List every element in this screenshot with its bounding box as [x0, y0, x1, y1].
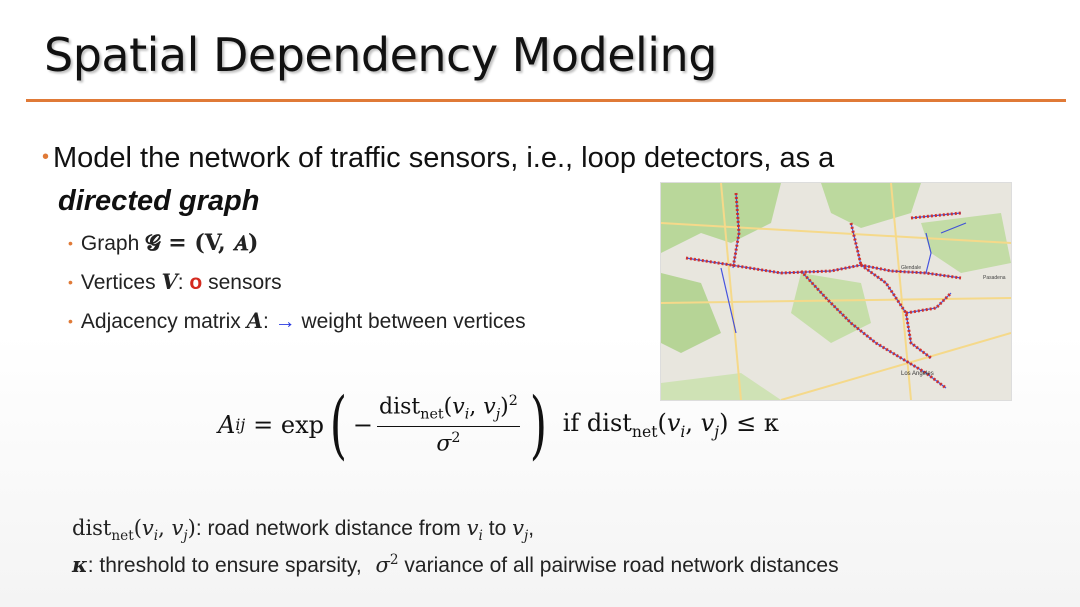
- note-sigma: σ: [375, 553, 390, 577]
- bullet-dot-icon: •: [68, 235, 73, 251]
- edge-arrow-icon: →: [274, 310, 296, 333]
- formula-numerator: distnet(vi, vj)2: [377, 393, 520, 428]
- vertices-label: Vertices: [80, 271, 156, 294]
- adjacency-label: Adjacency matrix: [80, 310, 241, 333]
- map-label-los-angeles: Los Angeles: [901, 371, 934, 377]
- formula-minus: −: [352, 411, 373, 439]
- formula-denominator: σ2: [436, 430, 461, 457]
- slide-title: Spatial Dependency Modeling: [44, 28, 717, 82]
- graph-label: Graph: [80, 232, 140, 255]
- formula-exp: = exp: [253, 411, 325, 439]
- sensor-network-map: Glendale Pasadena Los Angeles: [660, 182, 1012, 401]
- sub-bullet-adjacency: •Adjacency matrix A: → weight between ve…: [68, 308, 526, 333]
- main-bullet-text: Model the network of traffic sensors, i.…: [53, 142, 835, 174]
- note-kappa: κ: [72, 552, 88, 577]
- sensor-marker-icon: o: [189, 271, 203, 294]
- map-label-glendale: Glendale: [901, 265, 921, 271]
- adjacency-symbol: A: [246, 308, 263, 333]
- note-distance: distnet(vi, vj): road network distance f…: [72, 516, 535, 545]
- formula-condition: if distnet(vi, vj) ≤ κ: [562, 409, 779, 441]
- bullet-dot-icon: •: [42, 146, 50, 168]
- vertices-suffix: sensors: [208, 271, 282, 294]
- formula-lhs-sub: ij: [235, 416, 246, 434]
- formula-fraction: distnet(vi, vj)2 σ2: [377, 393, 520, 457]
- formula-lhs: A: [218, 411, 236, 439]
- bullet-dot-icon: •: [68, 313, 73, 329]
- title-underline: [26, 99, 1066, 102]
- main-bullet: •Model the network of traffic sensors, i…: [42, 138, 962, 221]
- sub-bullet-vertices: •Vertices V: o sensors: [68, 269, 282, 294]
- adjacency-suffix: weight between vertices: [301, 310, 526, 333]
- note-threshold: κ: threshold to ensure sparsity, σ2 vari…: [72, 552, 839, 577]
- sub-bullet-graph: • Graph 𝓖 = (V, 𝑨): [68, 230, 258, 256]
- vertices-symbol: V: [161, 269, 178, 294]
- map-label-pasadena: Pasadena: [983, 275, 1006, 281]
- bullet-dot-icon: •: [68, 274, 73, 290]
- main-bullet-emphasis: directed graph: [58, 185, 260, 217]
- note-dist-symbol: distnet(vi, vj): [72, 516, 196, 545]
- graph-math: 𝓖 = (V, 𝑨): [145, 230, 259, 256]
